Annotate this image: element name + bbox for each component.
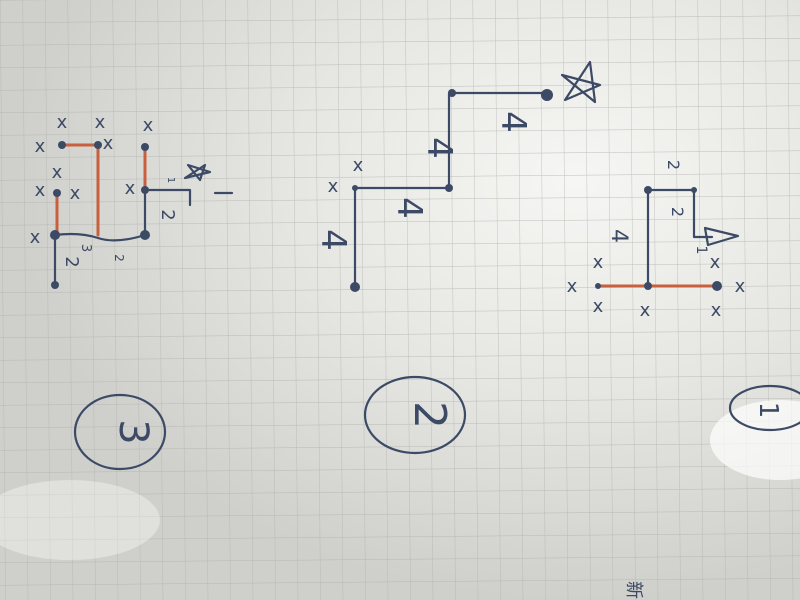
cross-mark: x (35, 136, 46, 157)
cross-mark: x (125, 178, 136, 199)
segment-label: 2 (668, 207, 687, 217)
figure-right (595, 186, 740, 291)
segment-label: 4 (606, 229, 631, 243)
cross-mark: x (70, 183, 81, 204)
star-icon (183, 163, 212, 182)
cross-mark: x (52, 162, 63, 183)
cross-mark: x (35, 180, 46, 201)
segment-label: 4 (419, 137, 459, 159)
cross-mark: x (711, 300, 722, 321)
segment-label: 1 (165, 177, 176, 183)
circled-number: 2 (404, 401, 455, 429)
cross-mark: x (567, 276, 578, 297)
circle-left (73, 393, 167, 471)
light-glare-left (0, 480, 160, 560)
cross-mark: x (593, 252, 604, 273)
circled-number: 1 (753, 402, 783, 419)
cross-mark: x (30, 227, 41, 248)
segment-label: 2 (112, 254, 126, 262)
footer-text: 新 (623, 581, 644, 599)
circle-middle (363, 375, 467, 455)
segment-label: 2 (61, 256, 82, 267)
segment-label: 4 (389, 197, 429, 219)
star-icon (560, 60, 602, 104)
circled-number: 3 (110, 419, 156, 444)
segment-label: 4 (313, 229, 353, 251)
segment-label: 1 (693, 246, 709, 255)
arrow-icon (703, 226, 740, 247)
cross-mark: x (143, 115, 154, 136)
cross-mark: x (57, 112, 68, 133)
cross-mark: x (593, 296, 604, 317)
segment-label: 4 (493, 111, 533, 133)
cross-mark: x (710, 252, 721, 273)
cross-mark: x (95, 112, 106, 133)
cross-mark: x (735, 276, 746, 297)
figure-left (50, 141, 234, 289)
cross-mark: x (640, 300, 651, 321)
circle-right (728, 384, 800, 432)
segment-label: 3 (78, 244, 93, 252)
cross-mark: x (103, 133, 114, 154)
cross-mark: x (353, 155, 364, 176)
segment-label: 2 (157, 209, 178, 220)
figure-middle (350, 60, 602, 292)
segment-label: 2 (664, 160, 683, 170)
light-glare (710, 400, 800, 480)
cross-mark: x (328, 176, 339, 197)
